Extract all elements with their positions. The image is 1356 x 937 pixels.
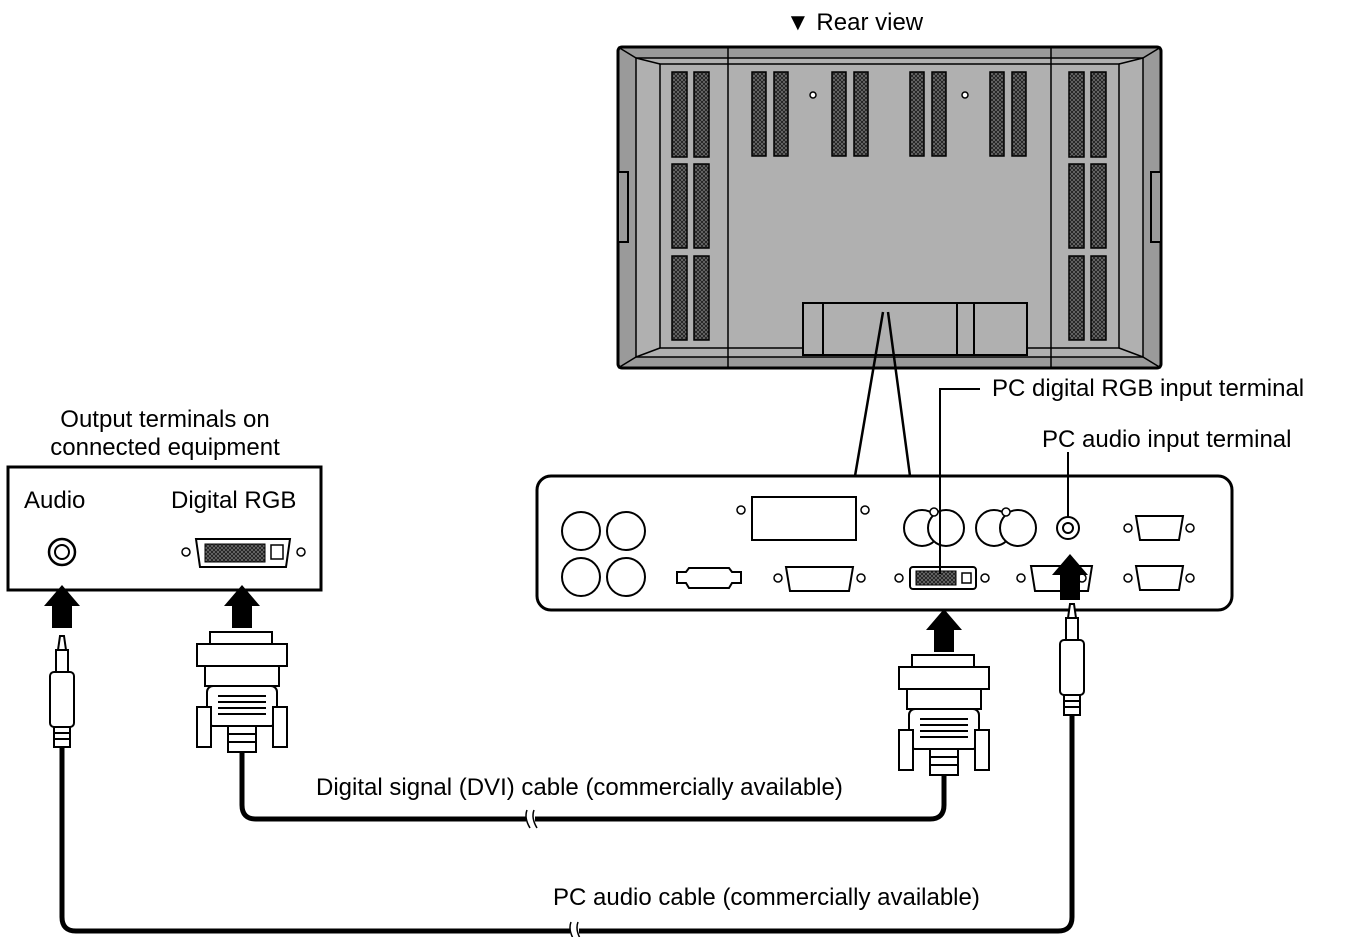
pc-audio-input-label: PC audio input terminal — [1042, 426, 1292, 453]
audio-mini-plug-left — [49, 635, 75, 748]
digital-rgb-label: Digital RGB — [171, 487, 297, 514]
leader-line-pc-digital-rgb — [939, 388, 980, 574]
connection-arrows — [44, 554, 1088, 652]
rear-view-label: ▼ Rear view — [786, 9, 924, 36]
output-terminals-label-line2: connected equipment — [50, 434, 280, 461]
output-terminals-label-line1: Output terminals on — [60, 406, 270, 433]
audio-cable-label-bg — [548, 884, 1058, 916]
connected-equipment-box — [6, 465, 323, 592]
dvi-cable-line — [239, 750, 947, 822]
pc-digital-rgb-input-label: PC digital RGB input terminal — [992, 375, 1305, 402]
audio-mini-plug-right — [1059, 603, 1085, 716]
dvi-plug-right — [898, 654, 990, 776]
zoom-callout-lines — [853, 311, 912, 477]
dvi-cable-label: Digital signal (DVI) cable (commercially… — [316, 774, 843, 801]
display-rear-panel — [616, 45, 1163, 370]
audio-cable-label: PC audio cable (commercially available) — [553, 884, 980, 911]
audio-cable-line — [59, 715, 1075, 934]
terminal-panel — [535, 474, 1234, 612]
audio-label: Audio — [24, 487, 86, 514]
dvi-plug-left — [196, 631, 288, 753]
